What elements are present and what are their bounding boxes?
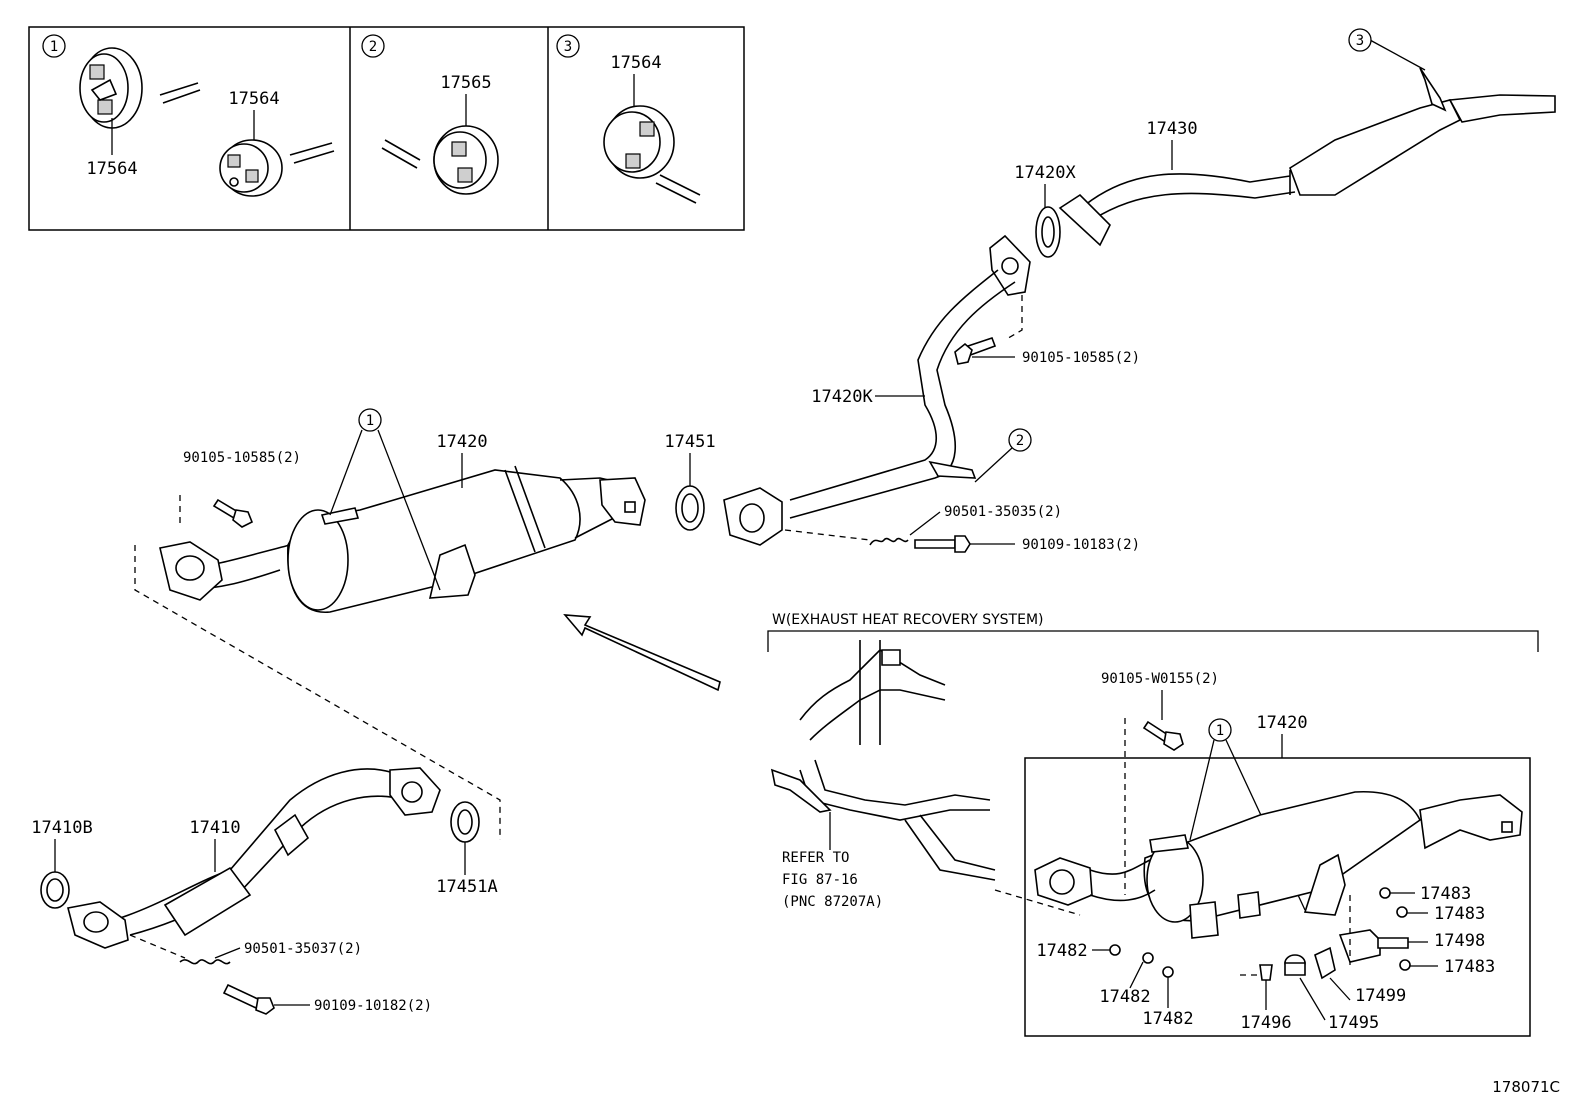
gasket-17420X: 17420X (1014, 163, 1076, 258)
label-bolt-upper2: 90109-10183(2) (1022, 537, 1140, 553)
ehr-label-17495: 17495 (1328, 1013, 1379, 1033)
ehr-label-17498: 17498 (1434, 931, 1485, 951)
inset-panel-1: 1 17564 17564 (42, 34, 335, 197)
ehr-label-17483-b: 17483 (1434, 904, 1485, 924)
hanger-rubber-icon (603, 105, 675, 179)
inset-label-17564-upper: 17564 (228, 89, 279, 109)
label-17451A: 17451A (436, 877, 497, 897)
ehr-label-17482-a: 17482 (1036, 941, 1087, 961)
gasket-17451: 17451 (664, 432, 716, 531)
ehr-label-17483-c: 17483 (1444, 957, 1495, 977)
label-bolt-upper: 90105-10585(2) (1022, 350, 1140, 366)
ehr-label-17482-c: 17482 (1142, 1009, 1193, 1029)
spring-bolt-lower: 90501-35037(2) 90109-10182(2) (129, 934, 432, 1015)
callout-3-tail: 3 (1356, 33, 1364, 49)
ehr-label-17496: 17496 (1240, 1013, 1291, 1033)
gasket-17451A: 17451A (436, 801, 498, 897)
label-17451: 17451 (664, 432, 715, 452)
ehr-label-17499: 17499 (1355, 986, 1406, 1006)
bolt-left-90105: 90105-10585(2) (183, 450, 301, 528)
ehr-title: W(EXHAUST HEAT RECOVERY SYSTEM) (772, 612, 1044, 628)
inset-label-17564-lower: 17564 (86, 159, 137, 179)
label-17430: 17430 (1146, 119, 1197, 139)
callout-2-pipe: 2 (1016, 433, 1024, 449)
front-pipe-17410: 17410 (67, 767, 441, 949)
bolt-upper-90105: 90105-10585(2) (954, 336, 1140, 366)
hanger-rubber-icon (433, 125, 499, 195)
center-pipe-17420K: 17420K 2 (723, 234, 1032, 546)
label-17410B: 17410B (31, 818, 92, 838)
callout-1-ehr: 1 (1216, 723, 1224, 739)
ehr-refer-line-1: REFER TO (782, 850, 849, 866)
inset-label-17564-panel3: 17564 (610, 53, 661, 73)
label-bolt-left: 90105-10585(2) (183, 450, 301, 466)
ehr-section: W(EXHAUST HEAT RECOVERY SYSTEM) REFER TO… (767, 612, 1539, 1037)
inset-panel-1-number: 1 (50, 39, 58, 55)
inset-panel-3: 3 17564 (556, 34, 701, 204)
ehr-small-parts: 17483 17483 17498 17483 17482 17482 1748… (1036, 884, 1495, 1033)
gasket-17410B: 17410B (31, 818, 93, 909)
ehr-label-17483-a: 17483 (1420, 884, 1471, 904)
inset-label-17565: 17565 (440, 73, 491, 93)
inset-panel-2-number: 2 (369, 39, 377, 55)
inset-panel-2: 2 17565 (361, 34, 499, 195)
label-spring-upper: 90501-35035(2) (944, 504, 1062, 520)
hanger-rubber-icon (79, 47, 143, 129)
label-17420X: 17420X (1014, 163, 1076, 183)
inset-panel-3-number: 3 (564, 39, 572, 55)
diagram-id: 178071C (1492, 1078, 1560, 1096)
callout-1-main: 1 (366, 413, 374, 429)
converter-17420: 17420 1 (134, 408, 646, 840)
ehr-label-bolt: 90105-W0155(2) (1101, 671, 1219, 687)
hanger-inset: 1 17564 17564 (28, 26, 745, 231)
ehr-refer-line-2: FIG 87-16 (782, 872, 858, 888)
label-17420-main: 17420 (436, 432, 487, 452)
direction-arrow (563, 614, 721, 692)
label-17420K: 17420K (811, 387, 873, 407)
label-17410: 17410 (189, 818, 240, 838)
ehr-refer-line-3: (PNC 87207A) (782, 894, 883, 910)
ehr-label-17482-b: 17482 (1099, 987, 1150, 1007)
label-bolt-lower: 90109-10182(2) (314, 998, 432, 1014)
tail-pipe-17430: 3 17430 (1058, 28, 1556, 247)
hanger-rubber-icon (219, 139, 283, 197)
ehr-label-17420: 17420 (1256, 713, 1307, 733)
spring-bolt-upper: 90501-35035(2) 90109-10183(2) (784, 504, 1140, 553)
label-spring-lower: 90501-35037(2) (244, 941, 362, 957)
